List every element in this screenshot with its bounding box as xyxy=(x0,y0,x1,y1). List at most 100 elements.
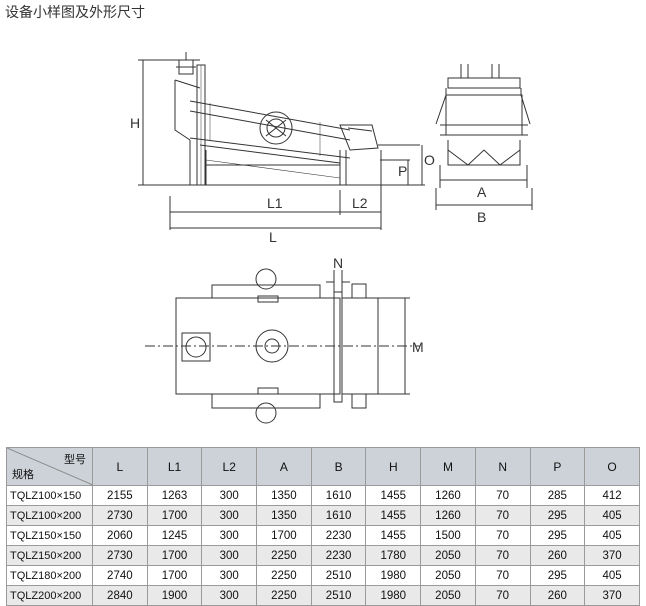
column-header-l: L xyxy=(92,447,148,486)
table-cell: 300 xyxy=(201,565,258,586)
table-cell: 300 xyxy=(201,485,258,506)
table-cell: 1780 xyxy=(365,545,422,566)
table-cell: 1900 xyxy=(146,585,203,606)
model-cell: TQLZ100×200 xyxy=(6,505,93,526)
model-cell: TQLZ150×200 xyxy=(6,545,93,566)
table-cell: 2155 xyxy=(92,485,148,506)
column-header-o: O xyxy=(584,447,640,486)
dim-label-l2: L2 xyxy=(352,195,368,211)
table-cell: 1455 xyxy=(365,505,422,526)
end-view-drawing xyxy=(435,64,533,210)
equipment-drawing: H L1 L2 L P O A B N M xyxy=(130,52,533,424)
table-cell: 1263 xyxy=(146,485,203,506)
dim-label-o: O xyxy=(424,152,435,168)
table-cell: 1245 xyxy=(146,525,203,546)
table-cell: 1455 xyxy=(365,525,422,546)
dim-label-p: P xyxy=(398,163,407,179)
table-cell: 2050 xyxy=(420,565,476,586)
table-row: TQLZ150×200 2730 1700 300 2250 2230 1780… xyxy=(6,545,640,566)
table-cell: 300 xyxy=(201,505,258,526)
spec-table: 型号 规格 L L1 L2 A B H M N P O TQLZ100×150 … xyxy=(6,447,640,606)
table-cell: 412 xyxy=(584,485,640,506)
table-row: TQLZ100×150 2155 1263 300 1350 1610 1455… xyxy=(6,485,640,506)
table-cell: 1260 xyxy=(420,505,476,526)
model-cell: TQLZ100×150 xyxy=(6,485,93,506)
dim-label-a: A xyxy=(477,184,487,200)
table-row: TQLZ150×150 2060 1245 300 1700 2230 1455… xyxy=(6,525,640,546)
column-header-h: H xyxy=(365,447,422,486)
table-cell: 1350 xyxy=(256,485,312,506)
table-cell: 2740 xyxy=(92,565,148,586)
table-cell: 1500 xyxy=(420,525,476,546)
model-cell: TQLZ180×200 xyxy=(6,565,93,586)
table-cell: 2050 xyxy=(420,545,476,566)
table-cell: 2230 xyxy=(310,545,367,566)
table-cell: 260 xyxy=(529,545,586,566)
table-row: TQLZ180×200 2740 1700 300 2250 2510 1980… xyxy=(6,565,640,586)
column-header-b: B xyxy=(310,447,367,486)
column-header-l1: L1 xyxy=(146,447,203,486)
table-cell: 1260 xyxy=(420,485,476,506)
table-cell: 295 xyxy=(529,565,586,586)
table-cell: 1700 xyxy=(256,525,312,546)
table-cell: 295 xyxy=(529,525,586,546)
table-row: TQLZ200×200 2840 1900 300 2250 2510 1980… xyxy=(6,585,640,606)
column-header-p: P xyxy=(529,447,586,486)
table-corner-cell: 型号 规格 xyxy=(6,447,93,486)
table-cell: 70 xyxy=(474,505,531,526)
table-cell: 1610 xyxy=(310,505,367,526)
column-header-a: A xyxy=(256,447,312,486)
table-cell: 260 xyxy=(529,585,586,606)
table-cell: 1350 xyxy=(256,505,312,526)
table-cell: 300 xyxy=(201,585,258,606)
table-cell: 2250 xyxy=(256,545,312,566)
table-cell: 1700 xyxy=(146,565,203,586)
side-view-drawing xyxy=(138,52,425,230)
table-cell: 2840 xyxy=(92,585,148,606)
dim-label-m: M xyxy=(412,339,424,355)
page-title: 设备小样图及外形尺寸 xyxy=(5,5,145,21)
table-cell: 2510 xyxy=(310,585,367,606)
table-cell: 2250 xyxy=(256,585,312,606)
table-cell: 405 xyxy=(584,505,640,526)
table-cell: 300 xyxy=(201,545,258,566)
column-header-n: N xyxy=(474,447,531,486)
table-cell: 2730 xyxy=(92,505,148,526)
table-cell: 2250 xyxy=(256,565,312,586)
plan-view-drawing xyxy=(145,268,420,424)
column-header-m: M xyxy=(420,447,476,486)
dim-label-h: H xyxy=(130,115,140,131)
table-cell: 1610 xyxy=(310,485,367,506)
table-cell: 2060 xyxy=(92,525,148,546)
table-cell: 2510 xyxy=(310,565,367,586)
table-cell: 1700 xyxy=(146,545,203,566)
dim-label-l1: L1 xyxy=(267,195,283,211)
table-cell: 70 xyxy=(474,525,531,546)
table-cell: 70 xyxy=(474,485,531,506)
table-row: TQLZ100×200 2730 1700 300 1350 1610 1455… xyxy=(6,505,640,526)
table-cell: 285 xyxy=(529,485,586,506)
table-cell: 300 xyxy=(201,525,258,546)
dim-label-b: B xyxy=(477,209,486,225)
table-cell: 405 xyxy=(584,525,640,546)
dim-label-n: N xyxy=(333,255,343,271)
table-cell: 2230 xyxy=(310,525,367,546)
dim-label-l: L xyxy=(269,229,277,245)
table-cell: 70 xyxy=(474,565,531,586)
corner-label-spec: 规格 xyxy=(12,469,34,481)
model-cell: TQLZ150×150 xyxy=(6,525,93,546)
table-cell: 295 xyxy=(529,505,586,526)
corner-diagonal xyxy=(7,448,93,485)
table-header-row: 型号 规格 L L1 L2 A B H M N P O xyxy=(6,447,640,486)
table-cell: 405 xyxy=(584,565,640,586)
table-cell: 1980 xyxy=(365,585,422,606)
table-cell: 370 xyxy=(584,545,640,566)
table-cell: 2050 xyxy=(420,585,476,606)
table-cell: 1700 xyxy=(146,505,203,526)
corner-label-model: 型号 xyxy=(64,454,86,466)
model-cell: TQLZ200×200 xyxy=(6,585,93,606)
table-cell: 2730 xyxy=(92,545,148,566)
table-cell: 70 xyxy=(474,545,531,566)
table-cell: 1455 xyxy=(365,485,422,506)
table-cell: 1980 xyxy=(365,565,422,586)
